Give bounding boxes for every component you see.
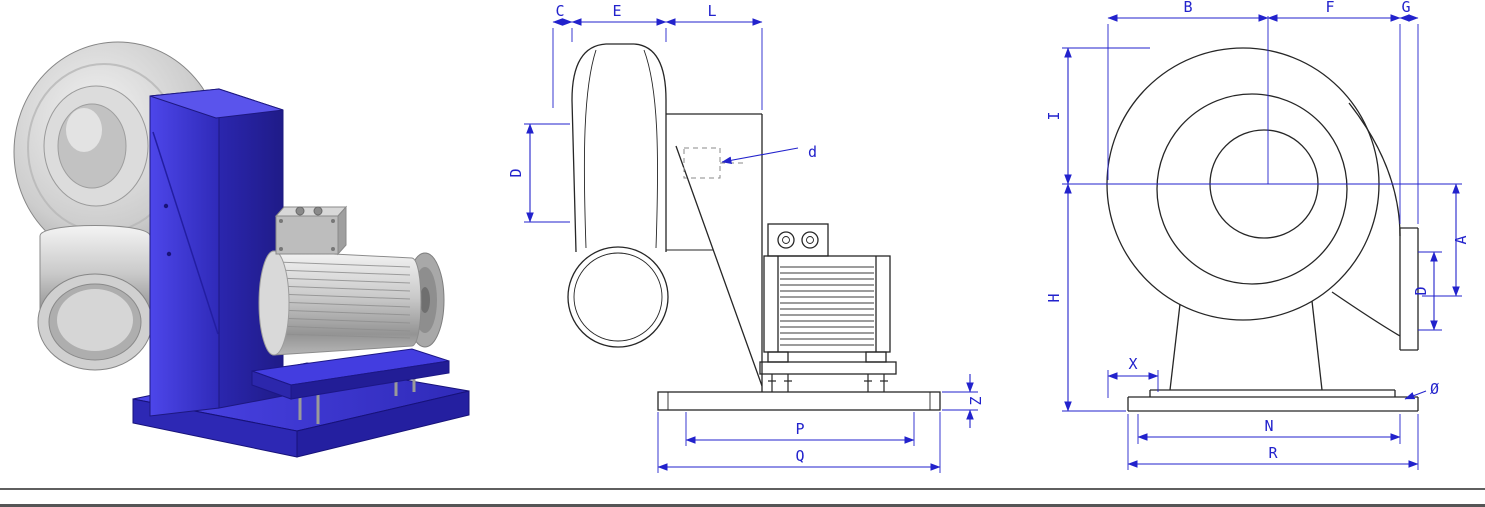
side-base-plate [657, 391, 941, 411]
dim-label-h: H [1045, 293, 1063, 302]
slide-rails [759, 361, 897, 375]
dim-label-z: Z [967, 396, 985, 405]
page-footer-rule [0, 488, 1485, 507]
front-view-drawing: B F G I H A D X N R [1045, 0, 1470, 470]
dim-label-r: R [1268, 444, 1278, 462]
front-dimensions: B F G I H A D X N R [1045, 0, 1470, 470]
dim-label-c: C [555, 2, 564, 20]
side-motor [759, 223, 897, 392]
side-motor-fins [780, 262, 874, 346]
side-dimensions: C E L D d Z P Q [507, 2, 985, 473]
mount-bolts [768, 374, 888, 392]
motor-mount-shelf-3d [251, 348, 450, 424]
dim-label-d-front: D [1412, 286, 1430, 295]
side-view-drawing: C E L D d Z P Q [507, 2, 985, 473]
front-scroll-casing [1106, 47, 1419, 351]
front-base-plate [1127, 389, 1419, 412]
dim-label-f: F [1325, 0, 1334, 16]
dim-label-q: Q [795, 447, 804, 465]
dim-label-e: E [612, 2, 621, 20]
side-pedestal [666, 113, 763, 392]
dim-label-p: P [795, 420, 804, 438]
motor-fins [275, 261, 411, 339]
dim-label-d-upper: D [507, 168, 525, 177]
dim-label-d-lower: d [808, 143, 817, 161]
shaft-hidden-outline [683, 147, 721, 179]
side-scroll-casing [567, 43, 669, 348]
outlet-duct-bottom [1331, 291, 1401, 337]
leader-hole-diameter [1404, 390, 1427, 400]
motor-3d [258, 205, 445, 356]
side-terminal-box [767, 223, 829, 257]
dim-label-l: L [707, 2, 716, 20]
dim-label-a: A [1452, 235, 1470, 244]
outlet-flange-3d [37, 225, 153, 371]
leader-shaft-d [721, 147, 799, 165]
terminal-box-3d [274, 205, 348, 256]
dim-label-b: B [1183, 0, 1192, 16]
dim-label-i: I [1045, 111, 1063, 120]
pedestal-3d [149, 88, 284, 417]
dim-label-diameter: Ø [1430, 380, 1439, 398]
dim-label-n: N [1264, 417, 1273, 435]
outlet-duct-top [1348, 102, 1401, 237]
front-pedestal [1169, 300, 1323, 391]
blower-3d-render [13, 41, 470, 458]
dim-label-x: X [1128, 355, 1137, 373]
dim-label-g: G [1401, 0, 1410, 16]
